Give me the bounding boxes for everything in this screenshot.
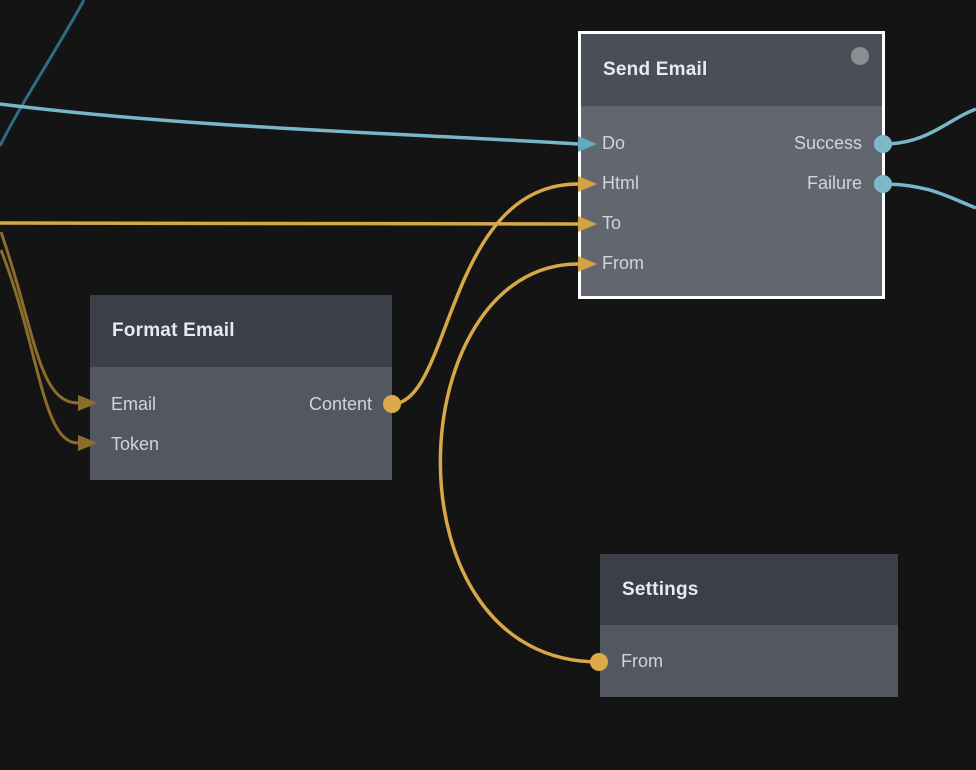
node-format-email-header[interactable]: Format Email [90,295,392,367]
node-settings[interactable]: Settings From [600,554,898,697]
input-port-label-email: Email [111,393,157,414]
port-row: To [581,203,882,243]
output-port-label-content: Content [308,393,372,414]
node-settings-header[interactable]: Settings [600,554,898,625]
node-format-email-body: Email Content Token [90,367,392,480]
port-row: Do Success [581,123,882,163]
wire-to-format-email-email[interactable] [0,231,79,405]
port-row: Token [90,424,392,464]
node-send-email[interactable]: Send Email Do Success Html Failure To Fr… [578,31,885,299]
wire-offscreen-teal[interactable] [0,0,86,147]
port-label-from: From [621,650,663,671]
node-title: Settings [622,578,699,600]
input-port-label-to: To [602,212,622,233]
wire-settings-from-to-send-email-from[interactable] [438,262,600,664]
input-port-label-token: Token [111,433,160,454]
wire-failure-offscreen[interactable] [883,182,976,210]
node-send-email-header[interactable]: Send Email [581,34,882,106]
node-format-email[interactable]: Format Email Email Content Token [90,295,392,480]
wire-to-send-email-do[interactable] [0,102,579,146]
wire-content-to-html[interactable] [391,182,579,406]
input-port-label-do: Do [602,132,626,153]
port-row: From [581,243,882,283]
node-title: Send Email [603,59,708,80]
output-port-label-failure: Failure [806,172,862,193]
wire-to-send-email-to[interactable] [0,221,579,226]
node-title: Format Email [112,320,235,341]
wire-to-format-email-token[interactable] [0,249,79,445]
port-row: Email Content [90,384,392,424]
node-settings-body: From [600,625,898,697]
output-port-label-success: Success [793,132,862,153]
node-send-email-body: Do Success Html Failure To From [581,106,882,296]
port-row: From [600,641,898,681]
status-dot-icon [851,47,869,65]
port-row: Html Failure [581,163,882,203]
input-port-label-html: Html [602,172,639,193]
wire-success-offscreen[interactable] [883,107,976,146]
input-port-label-from: From [602,252,644,273]
